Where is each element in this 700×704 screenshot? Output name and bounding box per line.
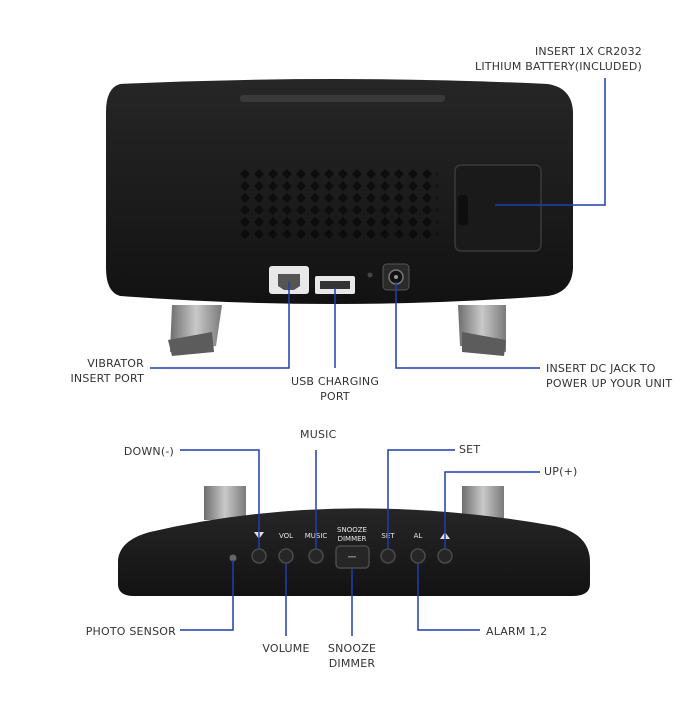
- battery-leader: [495, 78, 606, 206]
- back-stand-left: [168, 305, 222, 356]
- up-button[interactable]: [437, 548, 453, 564]
- snooze-callout-line1: SNOOZE: [327, 642, 377, 655]
- up-callout: UP(+): [544, 465, 578, 478]
- snooze-mark: [348, 556, 356, 558]
- music-button[interactable]: [308, 548, 324, 564]
- alarm-leader: [417, 564, 480, 631]
- snooze-callout-line2: DIMMER: [328, 657, 376, 670]
- alarm-callout: ALARM 1,2: [486, 625, 548, 638]
- set-button[interactable]: [380, 548, 396, 564]
- snooze-button-label-2: DIMMER: [338, 535, 367, 543]
- battery-callout-line2: LITHIUM BATTERY(INCLUDED): [475, 60, 642, 73]
- reset-hole: [367, 272, 373, 278]
- photo-sensor: [229, 554, 237, 562]
- back-stand-right: [458, 305, 506, 356]
- dc-callout-line2: POWER UP YOUR UNIT: [546, 377, 673, 390]
- top-view-device: VOL MUSIC SNOOZE DIMMER SET AL: [118, 486, 590, 596]
- usb-a-charging-port: [315, 276, 355, 294]
- usb-callout-line2: PORT: [320, 390, 350, 403]
- set-callout: SET: [459, 443, 481, 456]
- vol-button[interactable]: [278, 548, 294, 564]
- down-callout: DOWN(-): [123, 445, 174, 458]
- battery-compartment: [454, 164, 542, 252]
- dc-callout-line1: INSERT DC JACK TO: [546, 362, 656, 375]
- down-button[interactable]: [251, 548, 267, 564]
- snooze-callout: SNOOZE DIMMER: [312, 641, 392, 671]
- photo-sensor-callout: PHOTO SENSOR: [85, 625, 176, 638]
- photo-sensor-leader: [180, 560, 234, 631]
- speaker-grille: [238, 168, 438, 240]
- up-leader: [444, 471, 540, 548]
- back-view-device: [106, 79, 573, 356]
- volume-callout: VOLUME: [262, 642, 310, 655]
- battery-callout: INSERT 1X CR2032 LITHIUM BATTERY(INCLUDE…: [475, 44, 642, 74]
- usb-callout: USB CHARGING PORT: [275, 374, 395, 404]
- al-button-label: AL: [414, 532, 423, 540]
- vibrator-callout: VIBRATOR INSERT PORT: [70, 356, 144, 386]
- usb-callout-line1: USB CHARGING: [290, 375, 380, 388]
- vibrator-leader: [150, 282, 290, 369]
- vibrator-callout-line2: INSERT PORT: [70, 372, 144, 385]
- battery-callout-line1: INSERT 1X CR2032: [534, 45, 642, 58]
- al-button[interactable]: [410, 548, 426, 564]
- top-stand-left: [204, 486, 246, 520]
- leader-lines: [150, 78, 606, 636]
- down-leader: [180, 449, 260, 548]
- set-leader: [387, 449, 455, 548]
- dc-callout: INSERT DC JACK TO POWER UP YOUR UNIT: [546, 361, 672, 391]
- vol-button-label: VOL: [279, 532, 293, 540]
- vibrator-callout-line1: VIBRATOR: [87, 357, 144, 370]
- back-top-button-strip: [240, 95, 445, 102]
- snooze-button-label-1: SNOOZE: [337, 526, 367, 534]
- dc-leader: [395, 282, 540, 369]
- music-callout: MUSIC: [300, 428, 337, 441]
